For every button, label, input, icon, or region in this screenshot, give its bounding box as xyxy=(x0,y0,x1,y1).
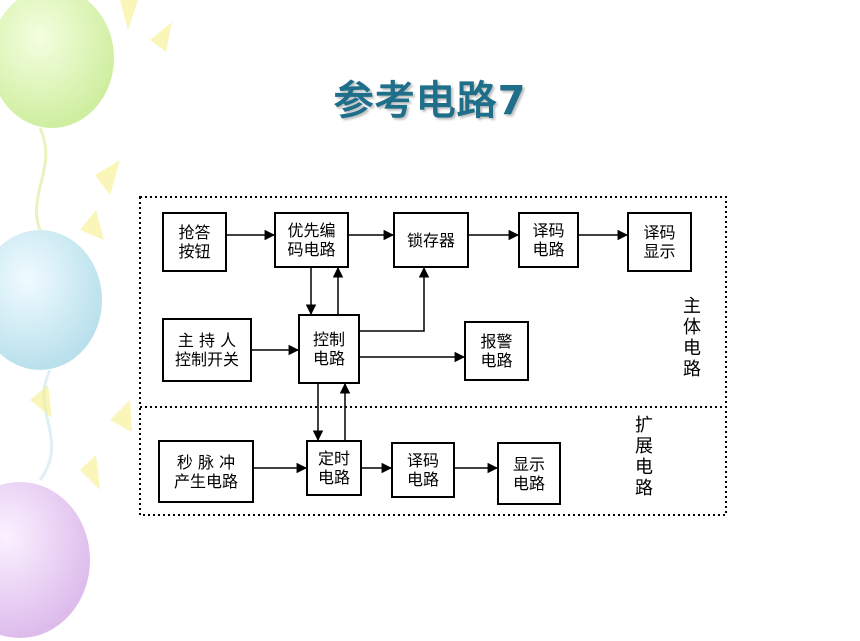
ribbon-shape xyxy=(30,385,52,418)
decoder2-block: 译码 电路 xyxy=(391,442,455,498)
main-circuit-border xyxy=(139,196,727,408)
page-title: 参考电路7 xyxy=(333,78,527,124)
priority-encoder-block: 优先编 码电路 xyxy=(274,212,349,268)
answer-buttons-block: 抢答 按钮 xyxy=(162,212,227,272)
balloon-green xyxy=(0,0,114,128)
control-circuit-block: 控制 电路 xyxy=(298,314,360,384)
ribbon-shape xyxy=(95,160,120,195)
decode-display-block: 译码 显示 xyxy=(627,212,692,272)
ribbon-shape xyxy=(80,210,104,240)
timer-circuit-block: 定时 电路 xyxy=(306,440,362,496)
ribbon-shape xyxy=(150,22,172,52)
display-circuit-block: 显示 电路 xyxy=(497,442,561,505)
ribbon-shape xyxy=(80,455,100,490)
balloon-purple xyxy=(0,482,90,638)
decoder-block: 译码 电路 xyxy=(518,212,579,268)
second-pulse-block: 秒 脉 冲 产生电路 xyxy=(158,440,254,503)
latch-block: 锁存器 xyxy=(393,212,469,268)
alarm-circuit-block: 报警 电路 xyxy=(464,321,529,381)
host-switch-block: 主 持 人 控制开关 xyxy=(162,318,252,382)
arrow-control-to-latch xyxy=(360,266,430,332)
main-circuit-label: 主体电路 xyxy=(683,296,701,380)
expand-circuit-label: 扩展电路 xyxy=(635,415,653,499)
expand-circuit-border xyxy=(139,406,727,516)
balloon-blue xyxy=(0,230,102,370)
ribbon-shape xyxy=(120,0,138,30)
ribbon-shape xyxy=(110,400,132,432)
balloon-string xyxy=(38,369,54,481)
